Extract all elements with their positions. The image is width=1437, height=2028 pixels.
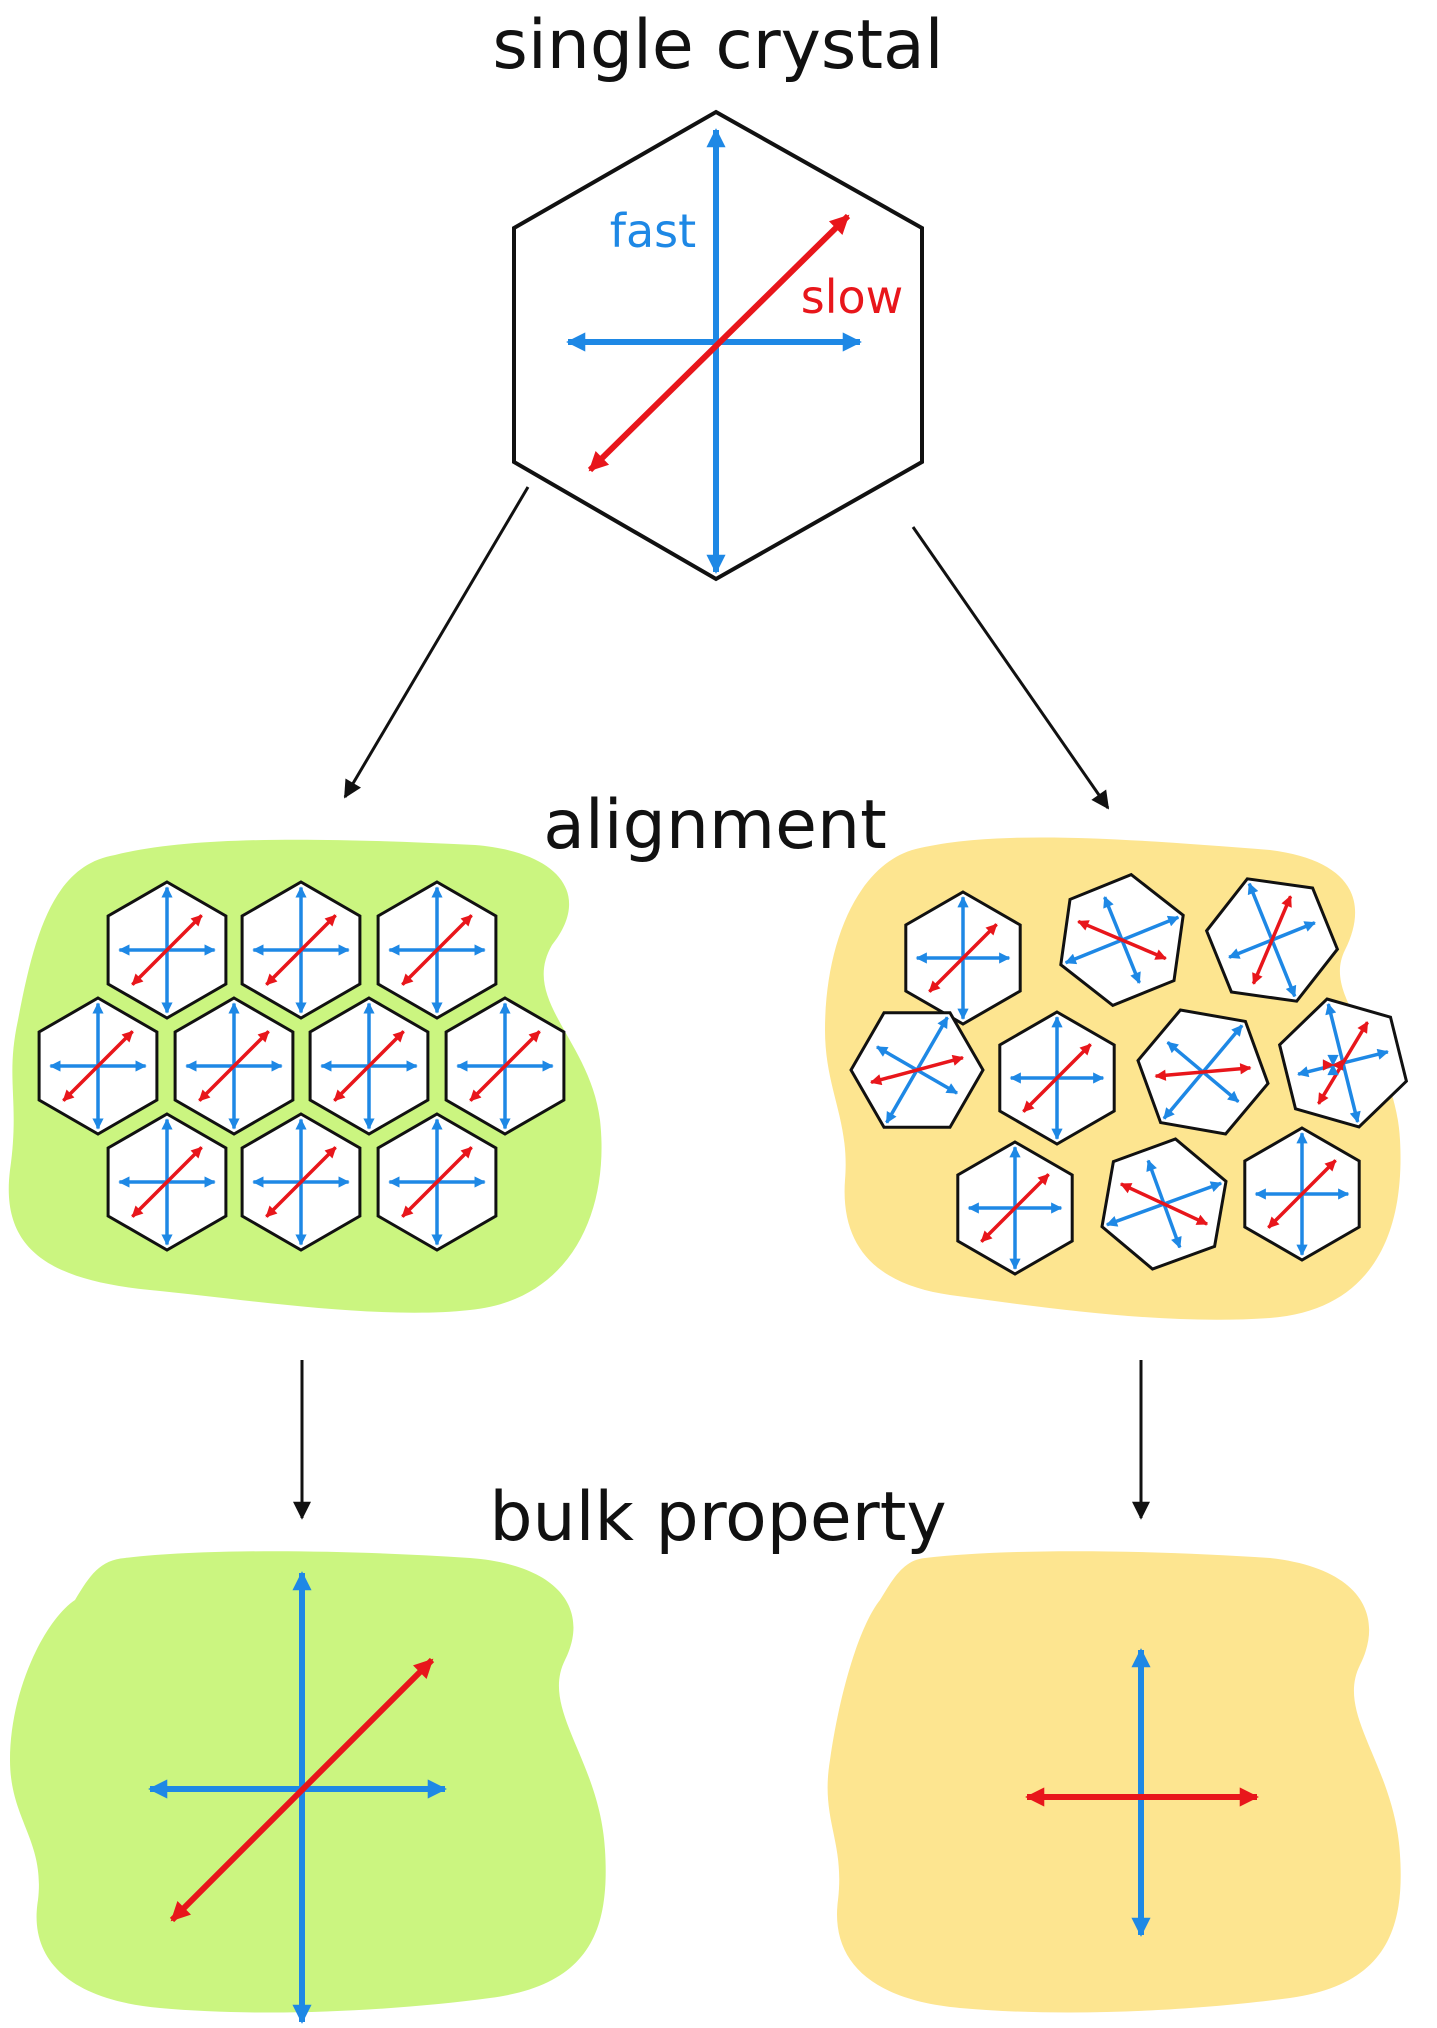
crystal-grain	[376, 1112, 498, 1252]
crystal-grain	[998, 1010, 1116, 1146]
crystal-grain	[308, 996, 430, 1136]
crystal-grain	[376, 880, 498, 1020]
crystal-grain	[106, 880, 228, 1020]
alignment-label: alignment	[543, 786, 887, 865]
crystal-grain	[849, 1011, 985, 1129]
aligned-grains	[37, 880, 566, 1252]
crystal-grain	[904, 890, 1022, 1026]
crystal-grain	[173, 996, 295, 1136]
random-grains	[849, 872, 1409, 1276]
arrow-to-aligned	[343, 486, 530, 799]
crystal-grain	[240, 880, 362, 1020]
crystal-grain	[444, 996, 566, 1136]
crystal-grain	[37, 996, 159, 1136]
slow-label: slow	[801, 270, 904, 324]
crystal-grain	[1100, 1137, 1228, 1271]
arrow-to-random	[911, 526, 1110, 810]
crystal-grain	[240, 1112, 362, 1252]
crystal-grain	[956, 1140, 1074, 1276]
random-bulk-axes	[1025, 1648, 1259, 1937]
crystal-grain	[1243, 1126, 1361, 1262]
crystal-grain	[106, 1112, 228, 1252]
fast-label: fast	[610, 204, 696, 258]
crystal-grain	[1136, 1008, 1270, 1136]
slow-axis-diagonal	[587, 213, 851, 473]
crystal-grain	[1204, 877, 1340, 1003]
random-bulk-blob	[827, 1551, 1401, 2013]
crystal-grain	[1059, 872, 1185, 1008]
bulk-property-label: bulk property	[489, 1478, 946, 1557]
single-crystal-title: single crystal	[492, 6, 943, 85]
single-crystal-hexagon	[512, 109, 924, 582]
aligned-bulk-axes	[148, 1571, 447, 2024]
